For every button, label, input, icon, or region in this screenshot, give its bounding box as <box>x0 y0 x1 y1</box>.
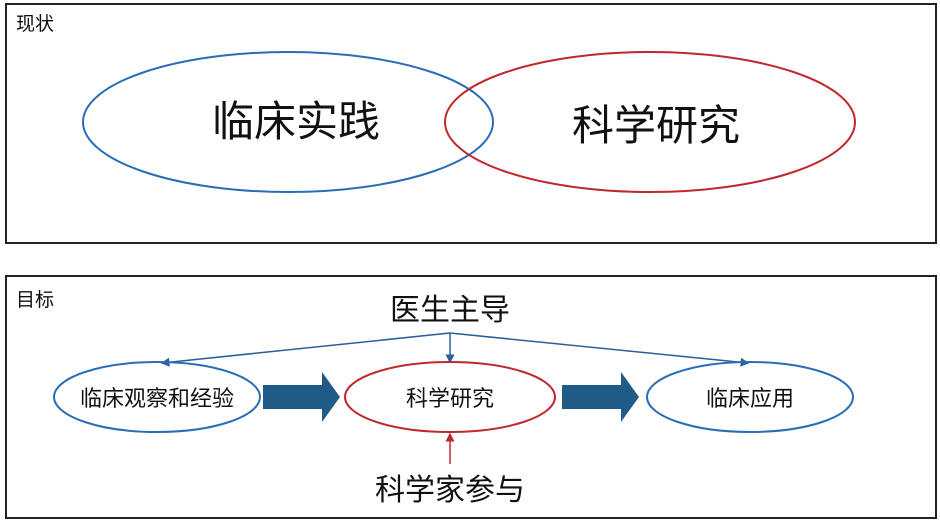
node-text-2: 临床应用 <box>706 387 794 412</box>
current-panel <box>5 3 937 244</box>
node-clinical-observation <box>53 361 261 433</box>
clinical-practice-ellipse <box>82 51 494 193</box>
arrow-right-icon <box>562 372 639 422</box>
science-research-text: 科学研究 <box>572 101 740 150</box>
connector-right <box>449 332 750 367</box>
arrow-right-icon <box>263 372 340 422</box>
node-text-1: 科学研究 <box>406 387 494 412</box>
clinical-practice-text: 临床实践 <box>212 97 380 146</box>
goal-panel <box>5 275 937 519</box>
scientist-participation-text: 科学家参与 <box>375 473 525 508</box>
node-text-0: 临床观察和经验 <box>80 387 234 412</box>
science-research-ellipse <box>444 51 856 193</box>
doctor-led-text: 医生主导 <box>390 293 510 328</box>
current-label: 现状 <box>16 13 54 35</box>
connector-left <box>160 332 451 367</box>
node-clinical-application <box>646 361 854 433</box>
goal-label: 目标 <box>16 289 54 311</box>
node-science-research <box>344 361 556 433</box>
